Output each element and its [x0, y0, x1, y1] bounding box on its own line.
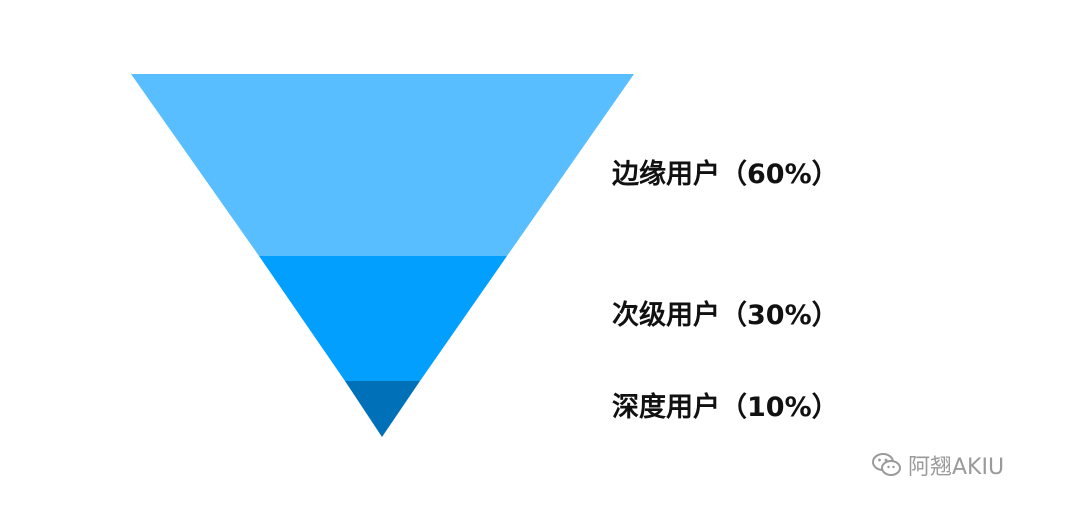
funnel-layer-secondary-users	[259, 256, 507, 381]
watermark: 阿翘AKIU	[872, 449, 1004, 481]
wechat-icon	[872, 452, 902, 478]
funnel-label-edge-users: 边缘用户（60%）	[612, 159, 839, 190]
funnel-label-deep-users: 深度用户（10%）	[612, 392, 839, 423]
funnel-label-secondary-users: 次级用户（30%）	[612, 300, 839, 331]
funnel-layer-deep-users	[345, 381, 420, 437]
funnel-layer-edge-users	[131, 74, 634, 256]
watermark-text: 阿翘AKIU	[908, 455, 1005, 480]
